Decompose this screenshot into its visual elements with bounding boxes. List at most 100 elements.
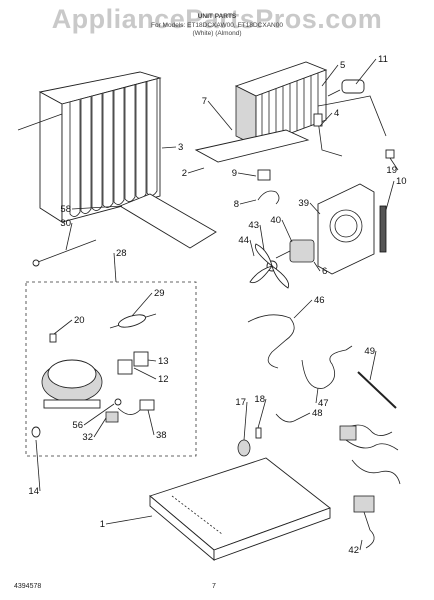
callout-leader-1 bbox=[105, 515, 153, 525]
callout-leader-7 bbox=[207, 100, 233, 131]
base-plate bbox=[149, 457, 331, 561]
part-9 bbox=[257, 169, 271, 181]
foot-14 bbox=[31, 426, 41, 438]
callout-leader-39 bbox=[309, 202, 321, 215]
fan-shroud bbox=[317, 183, 375, 275]
callout-leader-14 bbox=[35, 439, 41, 492]
callout-leader-32 bbox=[93, 417, 107, 438]
clip-56 bbox=[114, 398, 122, 406]
strip-10 bbox=[379, 205, 387, 253]
callout-2: 2 bbox=[182, 168, 187, 179]
callout-58: 58 bbox=[60, 204, 71, 215]
relay-12 bbox=[117, 359, 133, 375]
callout-leader-3 bbox=[161, 146, 177, 149]
callout-leader-17 bbox=[243, 401, 248, 441]
tube-49 bbox=[357, 371, 397, 409]
callout-7: 7 bbox=[202, 96, 207, 107]
callout-13: 13 bbox=[158, 356, 169, 367]
callout-leader-19 bbox=[389, 157, 399, 171]
color-codes: (White) (Almond) bbox=[192, 30, 242, 37]
callout-4: 4 bbox=[334, 108, 339, 119]
callout-43: 43 bbox=[248, 220, 259, 231]
drain-tray bbox=[194, 129, 310, 163]
callout-leader-49 bbox=[369, 350, 377, 381]
cover-38 bbox=[139, 399, 155, 411]
callout-leader-38 bbox=[147, 409, 155, 436]
callout-46: 46 bbox=[314, 295, 325, 306]
callout-38: 38 bbox=[156, 430, 167, 441]
callout-leader-18 bbox=[257, 398, 267, 429]
callout-56: 56 bbox=[72, 420, 83, 431]
callout-42: 42 bbox=[348, 545, 359, 556]
callout-leader-43 bbox=[259, 224, 265, 251]
callout-leader-30 bbox=[65, 222, 73, 251]
clamp-48 bbox=[275, 413, 297, 423]
filter-drier bbox=[109, 313, 157, 329]
callout-leader-4 bbox=[319, 112, 333, 127]
callout-49: 49 bbox=[364, 346, 375, 357]
callout-leader-20 bbox=[53, 319, 73, 335]
callout-10: 10 bbox=[396, 176, 407, 187]
part-8 bbox=[257, 190, 280, 205]
drain-hose bbox=[37, 239, 97, 263]
callout-11: 11 bbox=[378, 54, 388, 65]
callout-12: 12 bbox=[158, 374, 169, 385]
callout-leader-11 bbox=[355, 58, 377, 85]
diagram-title: UNIT PARTS bbox=[197, 13, 237, 20]
callout-leader-2 bbox=[187, 167, 205, 174]
callout-47: 47 bbox=[318, 398, 329, 409]
callout-9: 9 bbox=[232, 168, 237, 179]
callout-leader-40 bbox=[281, 219, 293, 243]
callout-leader-10 bbox=[385, 180, 395, 211]
model-list: For Models: ET18DCXAW00, ET18DCXAN00 bbox=[151, 22, 283, 29]
callout-leader-58 bbox=[71, 205, 123, 210]
tubing-46 bbox=[247, 314, 295, 369]
compressor-kit-box bbox=[25, 281, 197, 457]
callout-leader-46 bbox=[293, 299, 313, 319]
drip-tray-58 bbox=[118, 193, 217, 249]
callout-leader-44 bbox=[249, 239, 255, 257]
callout-19: 19 bbox=[386, 165, 397, 176]
callout-17: 17 bbox=[235, 397, 246, 408]
thermostat-capillary bbox=[317, 119, 343, 157]
watermark: AppliancePartsPros.com bbox=[51, 4, 383, 34]
condenser-coil bbox=[17, 71, 162, 223]
document-number: 4394578 bbox=[14, 583, 42, 590]
callout-1: 1 bbox=[100, 519, 105, 530]
grommet-20 bbox=[49, 333, 57, 343]
screw-18 bbox=[255, 427, 262, 439]
callout-leader-12 bbox=[133, 367, 157, 380]
wire-harness bbox=[339, 424, 401, 549]
callout-leader-29 bbox=[131, 292, 153, 317]
callout-leader-56 bbox=[83, 403, 115, 426]
callout-leader-8 bbox=[239, 199, 257, 205]
callout-44: 44 bbox=[238, 235, 249, 246]
callout-30: 30 bbox=[60, 218, 71, 229]
callout-48: 48 bbox=[312, 408, 323, 419]
callout-6: 6 bbox=[322, 266, 327, 277]
callout-leader-28 bbox=[113, 252, 117, 283]
tubing-47 bbox=[301, 349, 347, 389]
capacitor-32 bbox=[105, 411, 119, 423]
compressor bbox=[41, 359, 103, 409]
callout-18: 18 bbox=[254, 394, 265, 405]
callout-leader-42 bbox=[359, 539, 363, 551]
page-number: 7 bbox=[212, 583, 216, 590]
cover-11 bbox=[341, 79, 365, 94]
callout-39: 39 bbox=[298, 198, 309, 209]
callout-28: 28 bbox=[116, 248, 127, 259]
callout-leader-9 bbox=[237, 172, 257, 177]
callout-leader-6 bbox=[313, 261, 321, 272]
clip-19 bbox=[385, 149, 395, 159]
callout-40: 40 bbox=[270, 215, 281, 226]
overload-13 bbox=[133, 351, 149, 367]
callout-20: 20 bbox=[74, 315, 85, 326]
callout-29: 29 bbox=[154, 288, 165, 299]
fan-motor bbox=[249, 239, 315, 289]
callout-leader-5 bbox=[321, 64, 339, 87]
callout-leader-47 bbox=[315, 387, 319, 404]
callout-8: 8 bbox=[234, 199, 239, 210]
grommet-17 bbox=[237, 439, 251, 457]
